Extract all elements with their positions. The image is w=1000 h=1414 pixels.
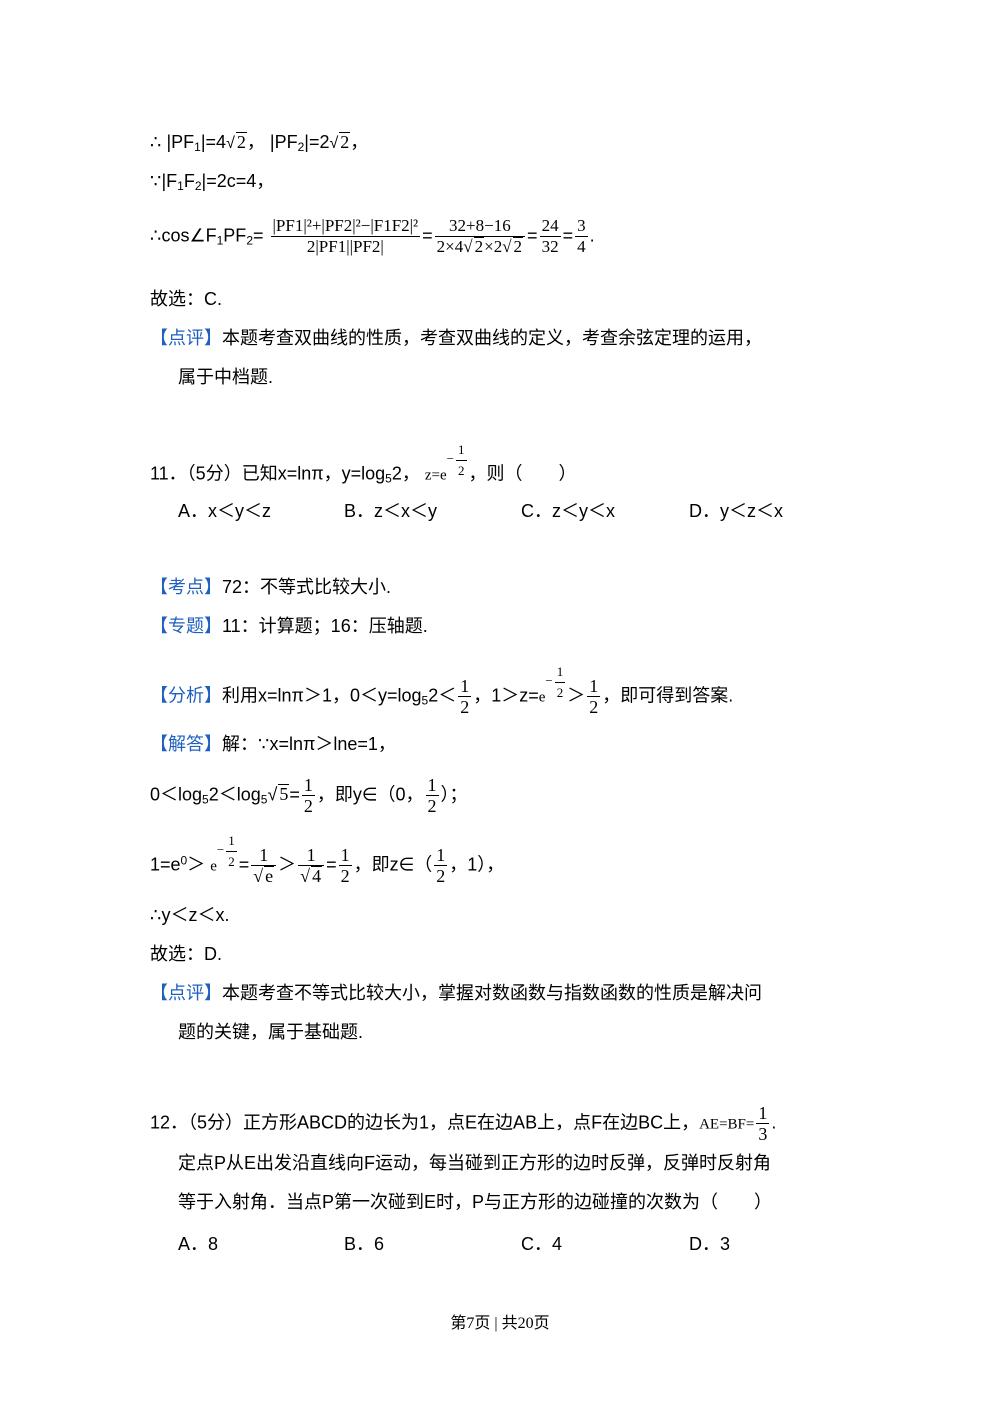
- cosine-fraction: |PF1|²+|PF2|²−|F1F2|² 2|PF1||PF2|: [270, 216, 421, 256]
- q11-zhuanti: 【专题】11：计算题；16：压轴题.: [150, 616, 428, 636]
- q12-option-a: A．8: [178, 1234, 219, 1254]
- q11-choice: 故选：D.: [150, 944, 222, 964]
- sol10-line1: ∴ |PF1|=4√2， |PF2|=2√2，: [150, 132, 369, 154]
- q12-option-d: D．3: [689, 1234, 731, 1254]
- sol10-comment: 【点评】本题考查双曲线的性质，考查双曲线的定义，考查余弦定理的运用，: [150, 328, 762, 348]
- sol10-choice: 故选：C.: [150, 289, 222, 309]
- q11-option-a: A．x＜y＜z: [178, 501, 272, 521]
- q12-option-b: B．6: [344, 1234, 385, 1254]
- q11-option-c: C．z＜y＜x: [521, 501, 615, 521]
- q11-option-b: B．z＜x＜y: [344, 501, 438, 521]
- q11-option-d: D．y＜z＜x: [689, 501, 783, 521]
- value-fraction: 32+8−16 2×4√2×2√2: [434, 216, 526, 257]
- q12-option-c: C．4: [521, 1234, 563, 1254]
- q11-jieda: 【解答】解：∵x=lnπ＞lne=1，: [150, 734, 396, 754]
- q12-stem-line3: 等于入射角．当点P第一次碰到E时，P与正方形的边碰撞的次数为（ ）: [178, 1192, 773, 1212]
- q12-stem-line2: 定点P从E出发沿直线向F运动，每当碰到正方形的边时反弹，反弹时反射角: [178, 1153, 772, 1173]
- comment-tag: 【点评】: [150, 328, 222, 348]
- q11-kaodian: 【考点】72：不等式比较大小.: [150, 577, 392, 597]
- sol10-cosine-line: ∴cos∠F1PF2= |PF1|²+|PF2|²−|F1F2|² 2|PF1|…: [150, 216, 595, 257]
- q11-conclusion: ∴y＜z＜x.: [150, 905, 230, 925]
- q12-stem: 12．（5分）正方形ABCD的边长为1，点E在边AB上，点F在边BC上，AE=B…: [150, 1103, 777, 1144]
- sol10-comment-cont: 属于中档题.: [178, 367, 274, 387]
- sol10-line2: ∵|F1F2|=2c=4，: [150, 171, 275, 193]
- q11-comment-cont: 题的关键，属于基础题.: [178, 1022, 363, 1042]
- q11-comment: 【点评】本题考查不等式比较大小，掌握对数函数与指数函数的性质是解决问: [150, 983, 762, 1003]
- page-footer: 第7页 | 共20页: [450, 1315, 550, 1332]
